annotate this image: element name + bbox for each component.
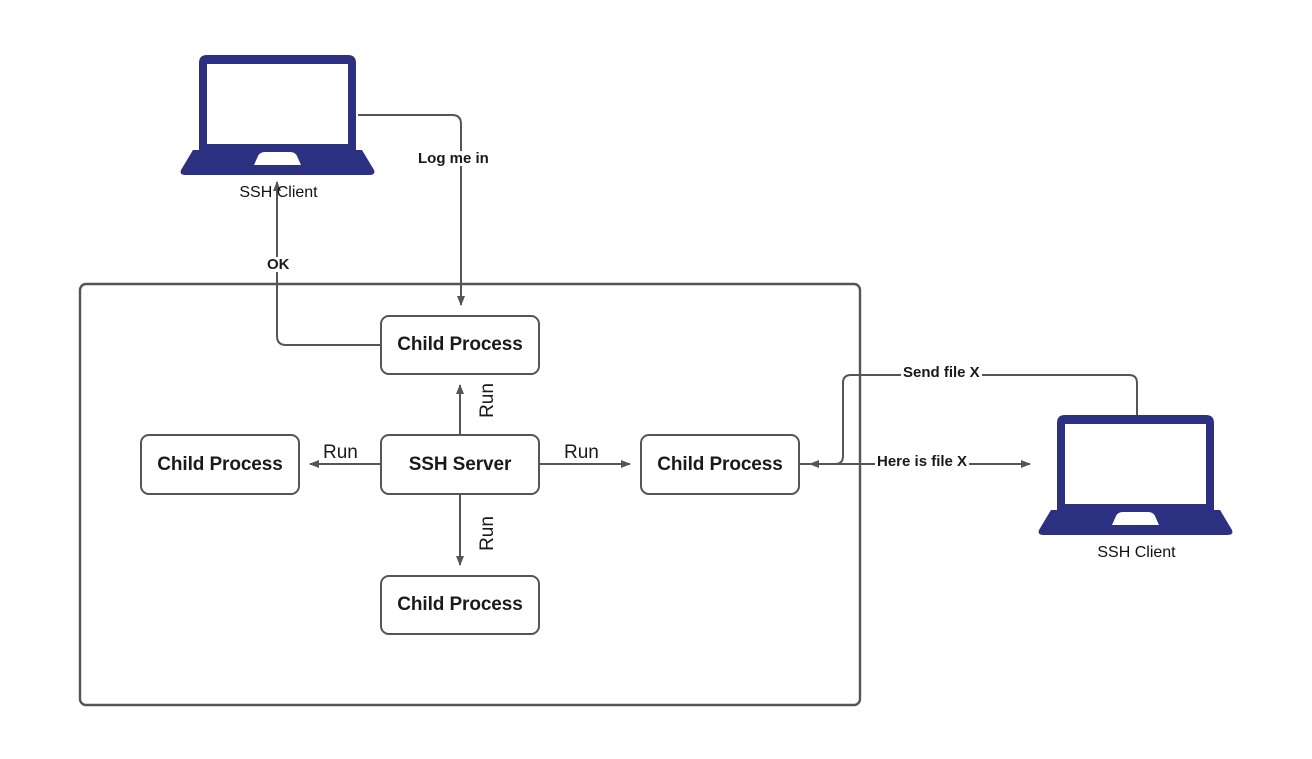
edge-label-log-me-in: Log me in [416, 150, 491, 167]
ssh-server-host-boundary [78, 282, 862, 707]
node-label: Child Process [157, 453, 283, 475]
node-child-process-left[interactable]: Child Process [140, 434, 300, 495]
edge-label-here-is-file-x: Here is file X [875, 453, 970, 470]
edge-log-me-in [358, 114, 465, 306]
edge-label-send-file-x: Send file X [901, 364, 982, 381]
laptop-icon [180, 55, 375, 175]
laptop-icon [1038, 415, 1233, 535]
node-label: Child Process [397, 334, 523, 355]
node-label: SSH Server [408, 453, 512, 475]
node-label: Child Process [657, 453, 783, 475]
device-label-ssh-client-right: SSH Client [1097, 544, 1176, 561]
edge-label-run-left: Run [321, 442, 360, 463]
edge-label-run-up: Run [476, 381, 498, 420]
node-ssh-server[interactable]: SSH Server [380, 434, 540, 495]
device-label-ssh-client-top: SSH Client [239, 184, 318, 201]
edge-send-file-x [809, 374, 1138, 468]
node-label: Child Process [397, 594, 523, 615]
node-child-process-right[interactable]: Child Process [640, 434, 800, 495]
edge-ok [273, 181, 380, 346]
node-child-process-top[interactable]: Child Process [380, 315, 540, 375]
node-child-process-bottom[interactable]: Child Process [380, 575, 540, 635]
edge-label-run-down: Run [476, 514, 498, 553]
edge-label-run-right: Run [562, 442, 601, 463]
edge-label-ok: OK [265, 256, 292, 273]
